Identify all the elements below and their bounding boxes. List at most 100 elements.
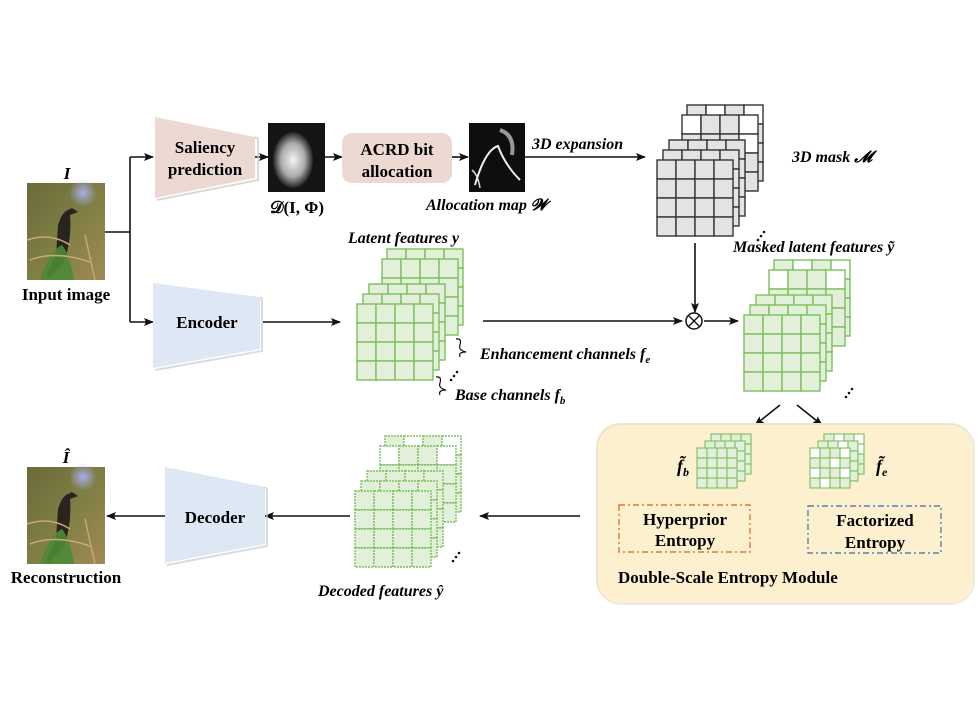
grid-cell <box>417 445 438 466</box>
grid-cell <box>413 322 434 343</box>
grid-cell <box>781 371 802 392</box>
grid-cell <box>738 114 759 135</box>
grid-cell <box>373 509 394 530</box>
decoded-features-stack <box>354 435 462 568</box>
grid-cell <box>743 371 764 392</box>
double-scale-entropy-module <box>596 423 973 603</box>
grid-cell <box>419 258 440 279</box>
encoder-block <box>153 283 260 368</box>
ellipsis-dot <box>850 387 854 391</box>
saliency-output-label: 𝒟(I, Φ) <box>270 198 324 217</box>
grid-cell <box>356 322 377 343</box>
grid-cell <box>413 341 434 362</box>
grid-cell <box>839 457 851 469</box>
grid-cell <box>713 159 734 180</box>
grid-cell <box>394 303 415 324</box>
grid-cell <box>839 477 851 489</box>
feature-grid-layer <box>696 447 738 489</box>
grid-cell <box>656 197 677 218</box>
acrd-bit-allocation-block <box>342 133 452 183</box>
ellipsis-dot <box>452 374 456 378</box>
grid-cell <box>400 258 421 279</box>
grid-cell <box>800 371 821 392</box>
grid-cell <box>706 467 718 479</box>
grid-cell <box>713 178 734 199</box>
grid-cell <box>381 258 402 279</box>
latent-features-stack <box>356 248 464 382</box>
grid-cell <box>806 269 827 290</box>
fe-tilde-label: f̃e <box>876 455 888 479</box>
ellipsis-dot <box>762 230 766 234</box>
hyperprior-label-line2: Entropy <box>655 531 716 550</box>
grid-cell <box>356 341 377 362</box>
hyperprior-label-line1: Hyperprior <box>643 510 727 529</box>
entropy-module-label: Double-Scale Entropy Module <box>618 568 838 587</box>
multiply-operator <box>685 312 703 330</box>
base-brace <box>435 376 447 396</box>
grid-cell <box>726 467 738 479</box>
grid-cell <box>762 333 783 354</box>
grid-cell <box>809 457 821 469</box>
masked-latent-label: Masked latent features ỹ <box>732 239 895 256</box>
reconstruction-image <box>26 463 105 565</box>
grid-cell <box>743 314 764 335</box>
grid-cell <box>694 216 715 237</box>
feature-grid-layer <box>743 314 821 392</box>
ellipsis-dot <box>759 234 763 238</box>
grid-cell <box>398 445 419 466</box>
grid-cell <box>394 322 415 343</box>
grid-cell <box>656 178 677 199</box>
grid-cell <box>716 447 728 459</box>
decoded-label: Decoded features ŷ <box>317 583 444 600</box>
grid-cell <box>809 447 821 459</box>
latent-label: Latent features y <box>347 230 460 247</box>
grid-cell <box>354 528 375 549</box>
grid-cell <box>800 333 821 354</box>
encoder-label: Encoder <box>176 313 238 332</box>
ellipsis-dot <box>847 391 851 395</box>
grid-cell <box>781 333 802 354</box>
hyperprior-entropy-box <box>618 504 751 553</box>
grid-cell <box>700 114 721 135</box>
ellipsis-dot <box>455 370 459 374</box>
grid-cell <box>356 360 377 381</box>
grid-cell <box>719 114 740 135</box>
allocation-map-label: Allocation map 𝓦 <box>425 197 552 214</box>
grid-cell <box>694 197 715 218</box>
grid-cell <box>656 159 677 180</box>
grid-cell <box>694 159 715 180</box>
allocation-map <box>469 123 525 192</box>
grid-cell <box>375 341 396 362</box>
grid-cell <box>354 490 375 511</box>
grid-cell <box>713 216 734 237</box>
grid-cell <box>394 341 415 362</box>
ellipsis-dot <box>451 559 455 563</box>
grid-cell <box>375 360 396 381</box>
grid-cell <box>411 528 432 549</box>
grid-cell <box>762 371 783 392</box>
grid-cell <box>436 445 457 466</box>
feature-grid-layer <box>656 159 734 237</box>
grid-cell <box>438 258 459 279</box>
grid-cell <box>656 216 677 237</box>
factorized-label-line2: Entropy <box>845 533 906 552</box>
reconstruction-symbol: Î <box>62 448 71 467</box>
grid-cell <box>413 360 434 381</box>
grid-cell <box>696 447 708 459</box>
grid-cell <box>706 457 718 469</box>
grid-cell <box>839 467 851 479</box>
grid-cell <box>694 178 715 199</box>
grid-cell <box>819 447 831 459</box>
grid-cell <box>819 467 831 479</box>
mask-label: 3D mask 𝓜 <box>791 149 877 166</box>
grid-cell <box>713 197 734 218</box>
grid-cell <box>781 314 802 335</box>
expansion-label: 3D expansion <box>531 136 623 153</box>
grid-cell <box>356 303 377 324</box>
input-symbol: I <box>63 164 72 183</box>
grid-cell <box>819 477 831 489</box>
decoder-block <box>165 467 265 563</box>
feature-grid-layer <box>809 447 851 489</box>
grid-cell <box>392 547 413 568</box>
grid-cell <box>675 159 696 180</box>
